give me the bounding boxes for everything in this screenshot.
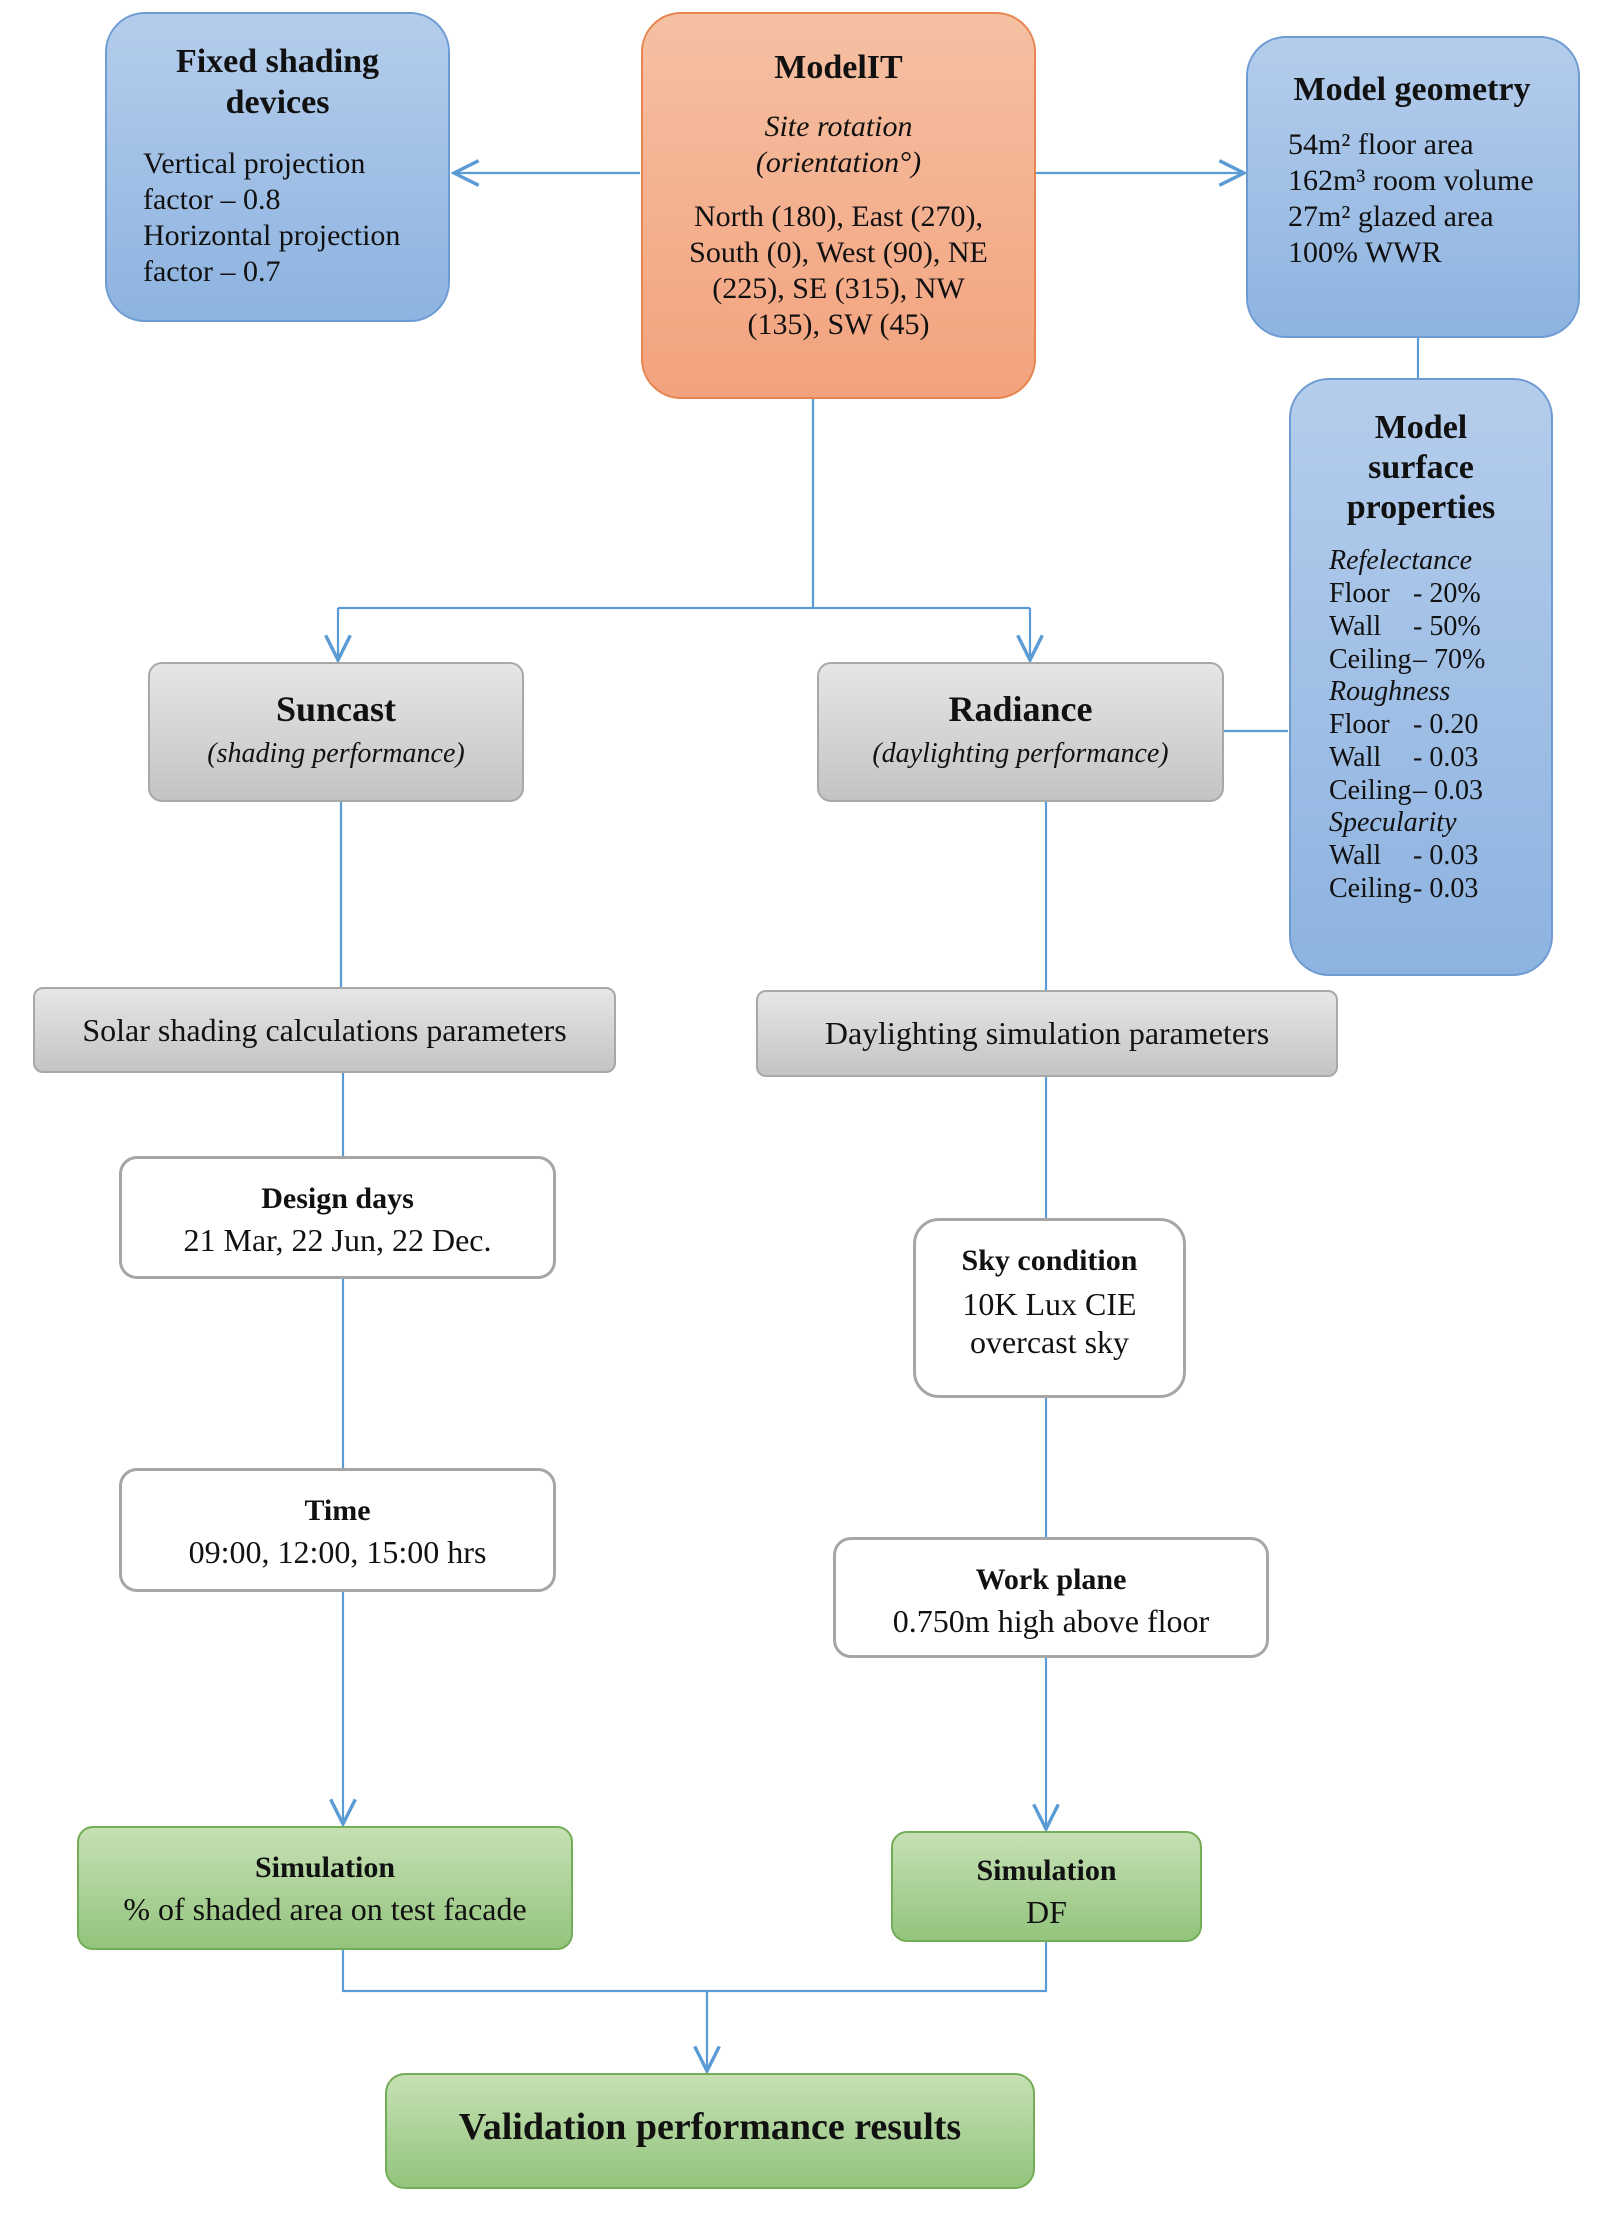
suncast-subtitle: (shading performance) <box>207 738 465 770</box>
solar-params-node: Solar shading calculations parameters <box>33 987 616 1073</box>
simulation-df-value: DF <box>1026 1894 1067 1930</box>
model-geometry-node: Model geometry 54m² floor area 162m³ roo… <box>1246 36 1580 338</box>
time-values: 09:00, 12:00, 15:00 hrs <box>188 1534 487 1570</box>
modelit-subtitle: Site rotation (orientation°) <box>755 109 922 179</box>
radiance-subtitle: (daylighting performance) <box>872 738 1169 770</box>
geometry-room-volume: 162m³ room volume <box>1288 163 1534 197</box>
solar-params-label: Solar shading calculations parameters <box>82 1012 567 1048</box>
work-plane-value: 0.750m high above floor <box>892 1603 1210 1639</box>
validation-node: Validation performance results <box>385 2073 1035 2189</box>
reflectance-row: Floor- 20% <box>1329 578 1481 610</box>
model-surface-title: Model surface properties <box>1346 409 1496 526</box>
reflectance-row: Ceiling– 70% <box>1329 643 1486 675</box>
simulation-df-title: Simulation <box>976 1854 1117 1887</box>
simulation-shading-title: Simulation <box>254 1851 396 1884</box>
roughness-row: Floor- 0.20 <box>1329 709 1479 741</box>
geometry-wwr: 100% WWR <box>1288 235 1442 269</box>
sky-condition-value: 10K Lux CIE overcast sky <box>962 1286 1137 1361</box>
geometry-floor-area: 54m² floor area <box>1288 127 1474 161</box>
modelit-title: ModelIT <box>774 49 903 86</box>
design-days-node: Design days 21 Mar, 22 Jun, 22 Dec. <box>119 1156 556 1279</box>
specularity-row: Ceiling- 0.03 <box>1329 872 1479 904</box>
radiance-title: Radiance <box>948 689 1093 729</box>
daylight-params-label: Daylighting simulation parameters <box>824 1015 1270 1051</box>
model-geometry-title: Model geometry <box>1293 71 1531 108</box>
simulation-df-node: Simulation DF <box>891 1831 1202 1942</box>
design-days-dates: 21 Mar, 22 Jun, 22 Dec. <box>183 1222 492 1258</box>
daylight-params-node: Daylighting simulation parameters <box>756 990 1338 1077</box>
model-surface-node: Model surface properties Refelectance Fl… <box>1289 378 1553 976</box>
geometry-glazed-area: 27m² glazed area <box>1288 199 1494 233</box>
specularity-label: Specularity <box>1329 807 1457 839</box>
work-plane-title: Work plane <box>975 1563 1127 1596</box>
simulation-shading-node: Simulation % of shaded area on test faca… <box>77 1826 573 1950</box>
fixed-shading-line: factor – 0.7 <box>143 254 281 288</box>
suncast-node: Suncast (shading performance) <box>148 662 524 802</box>
roughness-row: Wall- 0.03 <box>1329 741 1479 773</box>
fixed-shading-line: Vertical projection <box>143 146 366 180</box>
simulation-shading-value: % of shaded area on test facade <box>123 1891 527 1927</box>
radiance-node: Radiance (daylighting performance) <box>817 662 1224 802</box>
roughness-row: Ceiling– 0.03 <box>1329 774 1483 806</box>
fixed-shading-line: factor – 0.8 <box>143 182 281 216</box>
time-title: Time <box>304 1494 371 1527</box>
modelit-orientations: North (180), East (270), South (0), West… <box>689 199 988 341</box>
time-node: Time 09:00, 12:00, 15:00 hrs <box>119 1468 556 1592</box>
roughness-label: Roughness <box>1329 676 1451 708</box>
modelit-node: ModelIT Site rotation (orientation°) Nor… <box>641 12 1036 399</box>
fixed-shading-line: Horizontal projection <box>143 218 401 252</box>
suncast-title: Suncast <box>275 689 397 729</box>
line-sims-join <box>341 1942 1048 1993</box>
sky-condition-node: Sky condition 10K Lux CIE overcast sky <box>913 1218 1186 1398</box>
design-days-title: Design days <box>261 1182 414 1215</box>
reflectance-label: Refelectance <box>1329 545 1473 577</box>
fixed-shading-node: Fixed shading devices Vertical projectio… <box>105 12 450 322</box>
work-plane-node: Work plane 0.750m high above floor <box>833 1537 1269 1658</box>
specularity-row: Wall- 0.03 <box>1329 840 1479 872</box>
sky-condition-title: Sky condition <box>961 1244 1138 1277</box>
fixed-shading-title: Fixed shading devices <box>175 43 380 121</box>
validation-title: Validation performance results <box>458 2106 962 2148</box>
reflectance-row: Wall- 50% <box>1329 610 1481 642</box>
